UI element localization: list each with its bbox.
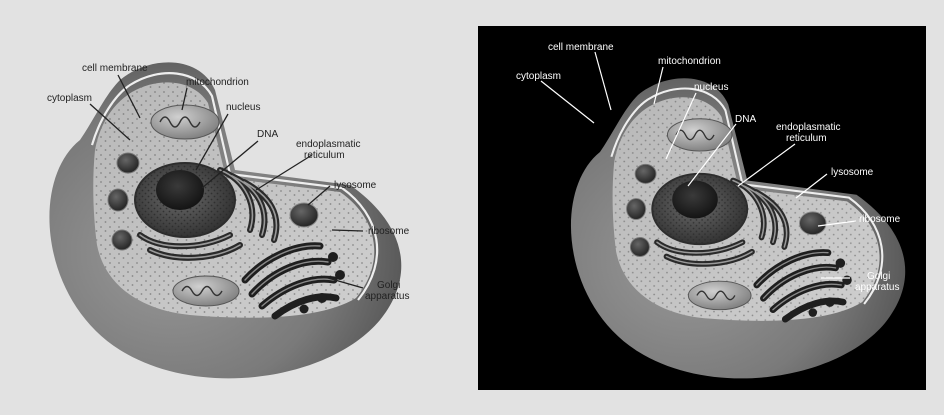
right-panel: cell membrane mitochondrion cytoplasm nu… <box>478 26 926 390</box>
label-nucleus: nucleus <box>226 102 260 113</box>
label-golgi-line2: apparatus <box>365 291 409 302</box>
label-golgi-line2: apparatus <box>855 282 899 293</box>
cell-diagram-dark: cell membrane mitochondrion cytoplasm nu… <box>478 26 926 390</box>
label-er-line2: reticulum <box>304 150 345 161</box>
label-cytoplasm: cytoplasm <box>47 93 92 104</box>
label-er-line1: endoplasmatic <box>296 139 360 150</box>
label-er-line2: reticulum <box>786 133 827 144</box>
label-mitochondrion: mitochondrion <box>186 77 249 88</box>
label-golgi-line1: Golgi <box>377 280 400 291</box>
left-panel: cell membrane mitochondrion cytoplasm nu… <box>0 0 470 415</box>
label-cell-membrane: cell membrane <box>548 42 614 53</box>
label-cell-membrane: cell membrane <box>82 63 148 74</box>
label-nucleus: nucleus <box>694 82 728 93</box>
cell-diagram-light: cell membrane mitochondrion cytoplasm nu… <box>0 0 470 415</box>
label-lysosome: lysosome <box>334 180 377 191</box>
label-cytoplasm: cytoplasm <box>516 71 561 82</box>
label-mitochondrion: mitochondrion <box>658 56 721 67</box>
label-lysosome: lysosome <box>831 167 874 178</box>
label-er-line1: endoplasmatic <box>776 122 840 133</box>
label-ribosome: ribosome <box>368 226 410 237</box>
label-ribosome: ribosome <box>859 214 901 225</box>
label-dna: DNA <box>257 129 278 140</box>
label-dna: DNA <box>735 114 756 125</box>
label-golgi-line1: Golgi <box>867 271 890 282</box>
